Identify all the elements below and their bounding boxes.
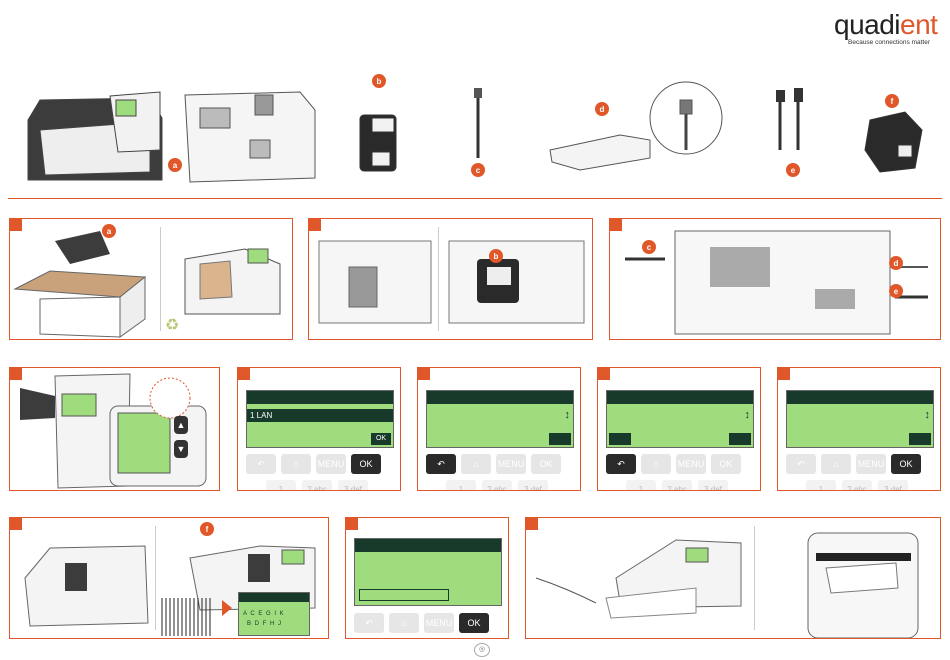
num-key-3[interactable]: 3 def (518, 480, 548, 491)
label-d: d (889, 256, 903, 270)
num-key-1[interactable]: 1 (626, 480, 656, 491)
num-key-2[interactable]: 2 abc (662, 480, 692, 491)
section-divider (8, 198, 942, 199)
menu-key[interactable]: MENU (856, 454, 886, 474)
step-marker (598, 368, 610, 380)
step-insert-cartridge-panel: b (308, 218, 593, 340)
recycle-icon: ♻ (165, 315, 179, 335)
input-box[interactable] (359, 589, 449, 601)
num-key-3[interactable]: 3 def (338, 480, 368, 491)
label-c: c (642, 240, 656, 254)
menu-item-lan[interactable]: 1 LAN (247, 409, 393, 422)
step-power-on-panel: ▲ ▼ (9, 367, 220, 491)
lan-cable-illustration (474, 88, 482, 158)
back-key[interactable]: ↶ (786, 454, 816, 474)
step-network-panel: 1 LAN OK ↶ ⌂ MENU OK 1 2 abc 3 def (237, 367, 401, 491)
menu-key[interactable]: MENU (676, 454, 706, 474)
num-key-2[interactable]: 2 abc (842, 480, 872, 491)
step-finish-setup-panel: ↕ ↶ ⌂ MENU OK 1 2 abc 3 def (777, 367, 941, 491)
back-key[interactable]: ↶ (426, 454, 456, 474)
label-f: f (885, 94, 899, 108)
ok-key[interactable]: OK (531, 454, 561, 474)
lcd-screen: ↕ (426, 390, 574, 448)
arrow-right-icon (222, 600, 232, 616)
home-key[interactable]: ⌂ (281, 454, 311, 474)
connect-cables-illustration (610, 219, 941, 340)
menu-key[interactable]: MENU (316, 454, 346, 474)
step-final-screen-panel: ↶ ⌂ MENU OK (345, 517, 509, 639)
ink-cartridge-illustration (360, 115, 396, 171)
label-e: e (889, 284, 903, 298)
num-key-1[interactable]: 1 (446, 480, 476, 491)
machine-front-illustration (28, 92, 162, 180)
step-settings-panel: ↕ ↶ ⌂ MENU OK 1 2 abc 3 def (417, 367, 581, 491)
label-e: e (786, 163, 800, 177)
keypad-illustration (10, 368, 220, 491)
menu-key[interactable]: MENU (424, 613, 454, 633)
cartridge-illustration (309, 219, 593, 340)
arrow-down-icon: ▼ (174, 440, 188, 458)
label-d: d (595, 102, 609, 116)
num-key-3[interactable]: 3 def (698, 480, 728, 491)
home-key[interactable]: ⌂ (641, 454, 671, 474)
step-connect-cables-panel: c d e (609, 218, 941, 340)
back-key[interactable]: ↶ (354, 613, 384, 633)
alphabet-screen: A C E G I K B D F H J (238, 592, 310, 636)
num-key-2[interactable]: 2 abc (482, 480, 512, 491)
step-print-panel (525, 517, 941, 639)
home-key[interactable]: ⌂ (461, 454, 491, 474)
label-f: f (200, 522, 214, 536)
label-b: b (372, 74, 386, 88)
step-confirm-panel: ↕ ↶ ⌂ MENU OK 1 2 abc 3 def (597, 367, 761, 491)
scroll-arrow-icon: ↕ (925, 409, 931, 421)
moistener-illustration (865, 112, 922, 172)
ok-key[interactable]: OK (711, 454, 741, 474)
menu-key[interactable]: MENU (496, 454, 526, 474)
step-fill-moistener-panel: A C E G I K B D F H J f (9, 517, 329, 639)
lcd-screen (354, 538, 502, 606)
lcd-screen: ↕ (786, 390, 934, 448)
screen-ok-button[interactable]: OK (371, 433, 391, 445)
alphabet-row-bottom: B D F H J (247, 621, 282, 627)
ok-key[interactable]: OK (891, 454, 921, 474)
scroll-arrow-icon: ↕ (565, 409, 571, 421)
label-a: a (168, 158, 182, 172)
lcd-screen: ↕ (606, 390, 754, 448)
back-key[interactable]: ↶ (246, 454, 276, 474)
scale-illustration (550, 82, 722, 170)
step-unpack-panel: ♻ a (9, 218, 293, 340)
machine-back-illustration (185, 92, 315, 182)
label-c: c (471, 163, 485, 177)
ok-key[interactable]: OK (459, 613, 489, 633)
step-marker (418, 368, 430, 380)
step-marker (778, 368, 790, 380)
small-footer-icon: ◎ (474, 643, 490, 657)
lcd-screen: 1 LAN OK (246, 390, 394, 448)
back-key[interactable]: ↶ (606, 454, 636, 474)
label-b: b (489, 249, 503, 263)
num-key-3[interactable]: 3 def (878, 480, 908, 491)
scroll-arrow-icon: ↕ (745, 409, 751, 421)
step-marker (238, 368, 250, 380)
power-cable-illustration (776, 88, 803, 150)
alphabet-row-top: A C E G I K (243, 611, 285, 617)
num-key-2[interactable]: 2 abc (302, 480, 332, 491)
home-key[interactable]: ⌂ (389, 613, 419, 633)
arrow-up-icon: ▲ (174, 416, 188, 434)
step-marker (346, 518, 358, 530)
ok-key[interactable]: OK (351, 454, 381, 474)
home-key[interactable]: ⌂ (821, 454, 851, 474)
unpack-illustration (10, 219, 293, 340)
num-key-1[interactable]: 1 (806, 480, 836, 491)
print-envelope-illustration (526, 518, 941, 639)
label-a: a (102, 224, 116, 238)
num-key-1[interactable]: 1 (266, 480, 296, 491)
